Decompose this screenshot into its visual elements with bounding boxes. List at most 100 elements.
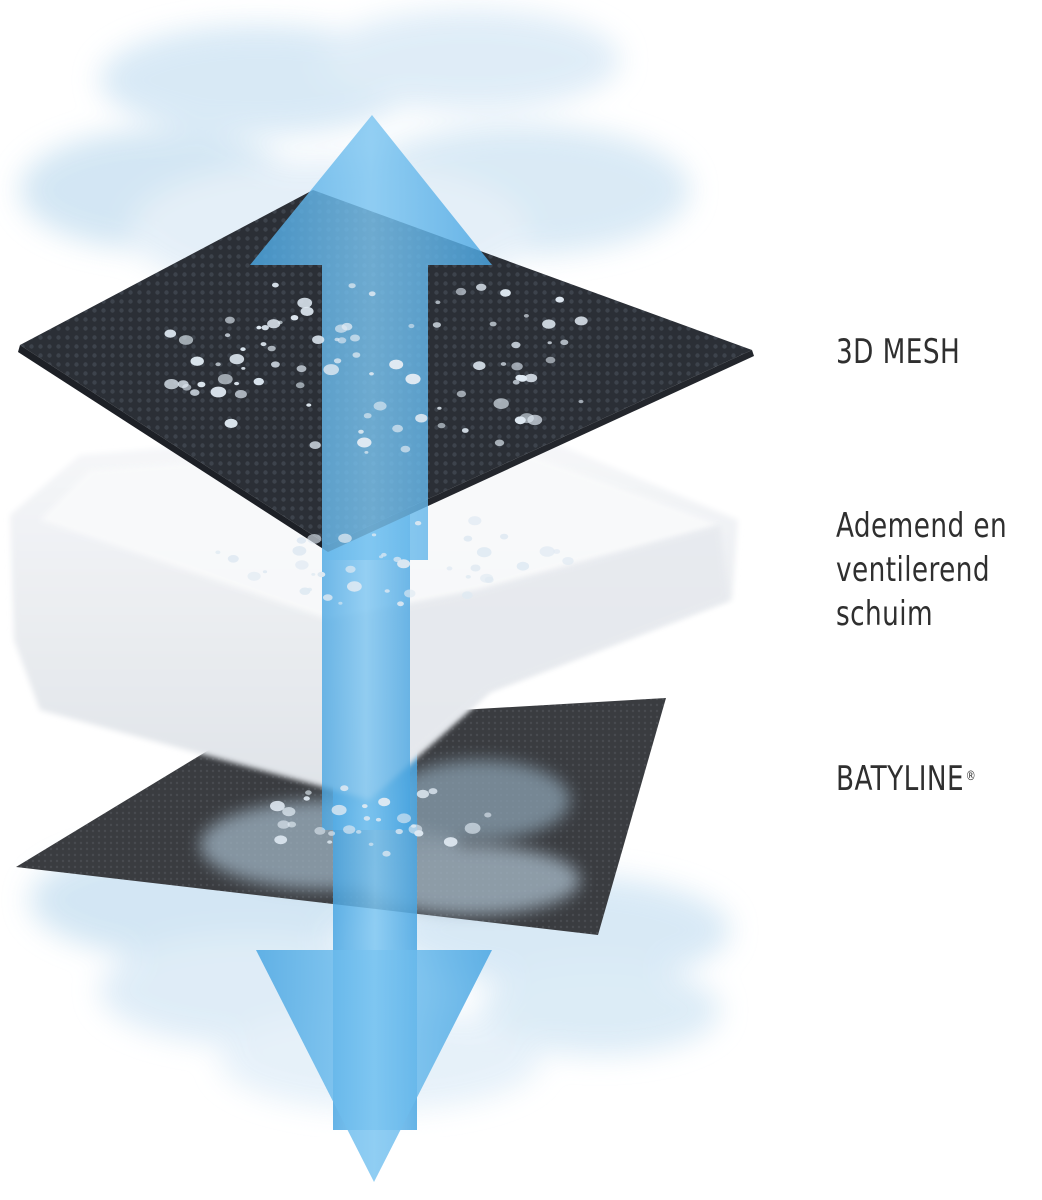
water-drop: [437, 422, 446, 429]
water-drop: [333, 358, 342, 364]
water-drop: [369, 372, 374, 376]
water-drop: [465, 575, 471, 579]
water-drop: [338, 601, 343, 605]
water-drop: [523, 314, 529, 318]
water-drop: [256, 325, 262, 330]
label-batyline-text: BATYLINE: [836, 759, 965, 799]
water-drop: [404, 589, 416, 598]
water-drop: [328, 831, 336, 836]
water-drop: [262, 570, 268, 574]
water-drop: [511, 341, 521, 349]
water-drop: [337, 337, 347, 344]
water-drop: [352, 352, 361, 358]
water-drop: [470, 564, 481, 572]
water-drop: [553, 549, 561, 554]
label-batyline: BATYLINE®: [836, 757, 976, 801]
water-drop: [357, 437, 372, 448]
water-drop: [455, 287, 467, 296]
water-drop: [282, 807, 296, 817]
water-drop: [307, 534, 322, 544]
water-drop: [463, 535, 473, 542]
water-drop: [197, 381, 206, 388]
water-drop: [210, 386, 227, 398]
water-drop: [432, 322, 441, 328]
water-drop: [363, 413, 372, 419]
water-drop: [373, 401, 387, 411]
water-drop: [323, 364, 340, 376]
water-drop: [416, 789, 429, 799]
water-drop: [297, 297, 313, 309]
water-drop: [494, 439, 505, 447]
water-drop: [348, 283, 356, 289]
water-drop: [555, 296, 564, 303]
water-drop: [267, 319, 281, 329]
water-drop: [578, 399, 584, 404]
water-drop: [368, 842, 374, 846]
water-drop: [382, 850, 391, 857]
label-3d-mesh: 3D MESH: [836, 332, 961, 372]
arrow-up-icon: [250, 115, 492, 560]
water-drop: [461, 591, 473, 599]
water-drop: [296, 537, 307, 544]
water-drop: [437, 406, 442, 410]
water-droplets: [164, 282, 588, 857]
water-drop: [317, 571, 326, 578]
water-drop: [190, 356, 204, 366]
registered-mark: ®: [965, 769, 977, 784]
water-drop: [456, 390, 467, 398]
water-drop: [271, 361, 280, 368]
water-drop: [381, 552, 387, 557]
water-drop: [312, 335, 325, 345]
water-drop: [343, 825, 356, 834]
water-drop: [305, 790, 312, 795]
water-drop: [287, 821, 297, 828]
water-drop: [215, 550, 221, 555]
water-drop: [542, 319, 556, 329]
water-drop: [234, 390, 247, 399]
water-drop: [247, 571, 261, 581]
water-drop: [182, 384, 192, 391]
water-drop: [397, 601, 404, 607]
water-drop: [277, 820, 290, 829]
water-drop: [480, 573, 494, 583]
water-drop: [397, 559, 411, 569]
water-drop: [476, 283, 487, 291]
water-drop: [358, 429, 364, 434]
label-foam-line-1: Ademend en: [836, 506, 1008, 546]
water-drop: [277, 320, 283, 325]
water-drop: [295, 382, 305, 389]
water-drop: [215, 362, 221, 367]
water-drop: [393, 556, 402, 563]
water-drop: [295, 560, 309, 570]
water-drop: [464, 822, 481, 834]
water-drop: [314, 827, 326, 835]
water-drop: [334, 337, 340, 342]
water-drop: [493, 398, 509, 409]
water-drop: [309, 441, 321, 449]
water-drop: [364, 451, 369, 454]
water-drop: [350, 334, 360, 342]
water-drop: [241, 367, 246, 370]
label-foam-line-3: schuim: [836, 594, 934, 634]
water-drop: [461, 428, 469, 433]
water-drop: [217, 374, 233, 385]
water-drop: [562, 557, 574, 565]
water-drop: [311, 573, 316, 576]
water-drop: [270, 800, 285, 812]
water-drop: [327, 840, 333, 844]
water-drop: [338, 533, 352, 543]
water-drop: [323, 594, 333, 601]
water-drop: [260, 342, 267, 347]
water-drop: [392, 424, 403, 433]
water-drop: [371, 533, 377, 537]
water-drop: [476, 547, 492, 558]
water-drop: [446, 566, 453, 571]
water-drop: [345, 565, 356, 573]
water-drop: [547, 341, 552, 345]
water-drop: [511, 362, 523, 371]
water-drop: [435, 300, 441, 305]
water-drop: [234, 381, 240, 386]
water-drop: [290, 315, 299, 321]
water-drop: [240, 347, 246, 352]
water-drop: [408, 323, 415, 329]
